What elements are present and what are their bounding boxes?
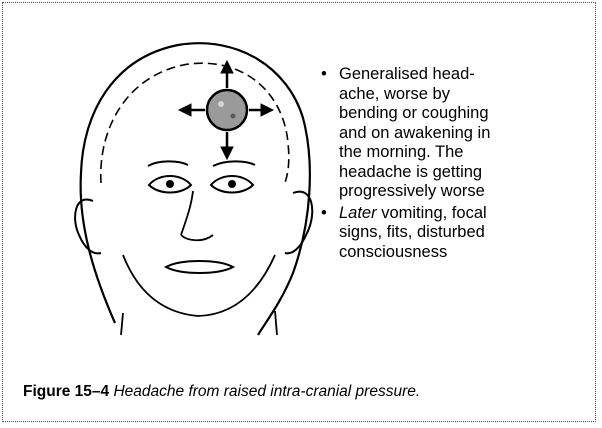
- symptom-line: and on awakening in: [339, 124, 490, 142]
- left-eyebrow: [148, 161, 188, 166]
- bullet-icon: •: [321, 204, 327, 224]
- symptom-line: the morning. The: [339, 143, 463, 161]
- symptom-line: progressively worse: [339, 182, 485, 200]
- symptom-line: signs, fits, disturbed: [339, 223, 485, 241]
- symptom-lead: Later: [339, 204, 377, 222]
- symptom-line: bending or coughing: [339, 104, 489, 122]
- arrow-down-icon: [221, 132, 233, 159]
- right-eyebrow: [213, 161, 255, 166]
- arrow-left-icon: [179, 104, 205, 116]
- figure-frame: • Generalised head- ache, worse by bendi…: [2, 2, 596, 422]
- jaw: [123, 255, 275, 316]
- symptom-line: vomiting, focal: [377, 204, 487, 222]
- symptom-line: Generalised head-: [339, 65, 475, 83]
- arrow-right-icon: [249, 104, 273, 116]
- symptom-item: • Generalised head- ache, worse by bendi…: [321, 65, 561, 202]
- head-illustration: [53, 23, 323, 338]
- nose: [181, 191, 213, 240]
- hairline: [101, 63, 289, 183]
- figure-label: Figure 15–4: [23, 383, 109, 400]
- symptom-line: headache is getting: [339, 163, 482, 181]
- head-outline: [81, 43, 310, 335]
- symptom-item: • Later vomiting, focal signs, fits, dis…: [321, 204, 561, 263]
- symptom-list: • Generalised head- ache, worse by bendi…: [321, 65, 561, 264]
- pressure-spot: [207, 90, 247, 130]
- symptom-line: consciousness: [339, 243, 447, 261]
- figure-caption: Figure 15–4 Headache from raised intra-c…: [23, 383, 593, 401]
- symptom-line: ache, worse by: [339, 85, 450, 103]
- mouth: [166, 261, 233, 273]
- figure-caption-text: Headache from raised intra-cranial press…: [113, 383, 420, 400]
- bullet-icon: •: [321, 65, 327, 85]
